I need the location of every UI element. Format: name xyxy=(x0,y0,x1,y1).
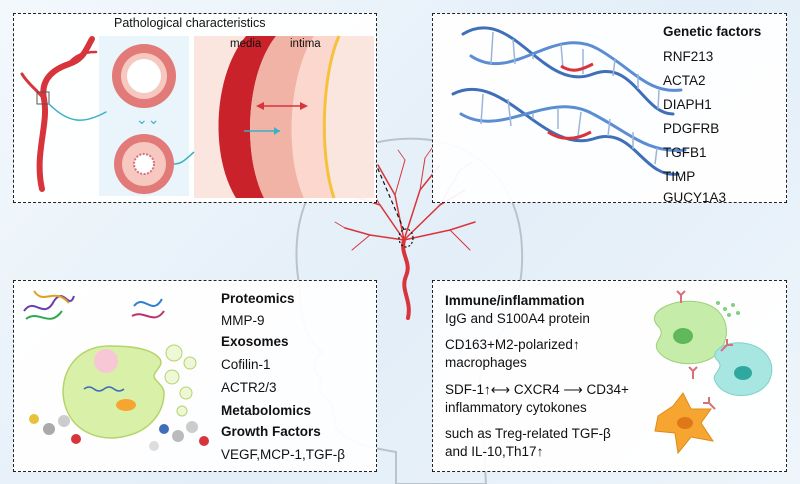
gene-item: RNF213 xyxy=(663,49,714,64)
cell-icon xyxy=(654,300,773,455)
gene-item: DIAPH1 xyxy=(663,97,712,112)
gene-item: TGFB1 xyxy=(663,145,707,160)
omics-panel: Proteomics MMP-9 Exosomes Cofilin-1 ACTR… xyxy=(13,280,377,472)
immune-line: SDF-1↑⟷ CXCR4 ⟶ CD34+ xyxy=(445,382,629,397)
normal-cross-section-icon xyxy=(112,44,176,108)
gene-item: ACTA2 xyxy=(663,73,706,88)
immune-line: macrophages xyxy=(445,355,527,370)
molecule-icon xyxy=(29,414,209,451)
immune-line: IgG and S100A4 protein xyxy=(445,311,590,326)
vesicle-icon xyxy=(164,344,197,417)
genetic-panel: Genetic factors RNF213 ACTA2 DIAPH1 PDGF… xyxy=(432,13,787,205)
immune-cells-illustration xyxy=(654,290,773,455)
genetic-title: Genetic factors xyxy=(663,24,762,39)
gene-item: TIMP xyxy=(663,169,696,184)
vessel-illustration: ⌄⌄ xyxy=(20,35,374,199)
proteomics-heading: Proteomics xyxy=(221,291,295,306)
cofilin-text: Cofilin-1 xyxy=(221,357,271,372)
immune-line: and IL-10,Th17↑ xyxy=(445,444,544,459)
media-label: media xyxy=(230,38,262,50)
immune-title: Immune/inflammation xyxy=(445,293,585,308)
mmp9-text: MMP-9 xyxy=(221,313,265,328)
actr-text: ACTR2/3 xyxy=(221,380,277,395)
immune-line: inflammatory cytokones xyxy=(445,400,587,415)
gene-item: GUCY1A3 xyxy=(663,190,727,205)
cell-icon xyxy=(62,345,165,439)
pathology-panel: ⌄⌄ Pathological characteristics media in… xyxy=(13,13,377,203)
metabolomics-heading: Metabolomics xyxy=(221,403,312,418)
pathology-title: Pathological characteristics xyxy=(114,16,266,30)
protein-icon xyxy=(23,290,165,320)
antibody-icon xyxy=(676,290,733,410)
exosomes-heading: Exosomes xyxy=(221,334,289,349)
gene-item: PDGFRB xyxy=(663,121,720,136)
intima-label: intima xyxy=(290,38,321,50)
chevron-down-icon: ⌄⌄ xyxy=(136,111,159,127)
artery-icon xyxy=(20,36,107,192)
immune-line: such as Treg-related TGF-β xyxy=(445,426,611,441)
immune-line: CD163+M2-polarized↑ xyxy=(445,337,580,352)
growth-factors-list: VEGF,MCP-1,TGF-β xyxy=(221,447,346,462)
growth-factors-heading: Growth Factors xyxy=(221,424,321,439)
immune-panel: Immune/inflammation IgG and S100A4 prote… xyxy=(432,280,787,472)
stenotic-cross-section-icon xyxy=(114,134,174,194)
exosome-illustration xyxy=(23,290,209,451)
arterial-wall-icon xyxy=(218,35,341,199)
dna-icon xyxy=(451,26,687,176)
